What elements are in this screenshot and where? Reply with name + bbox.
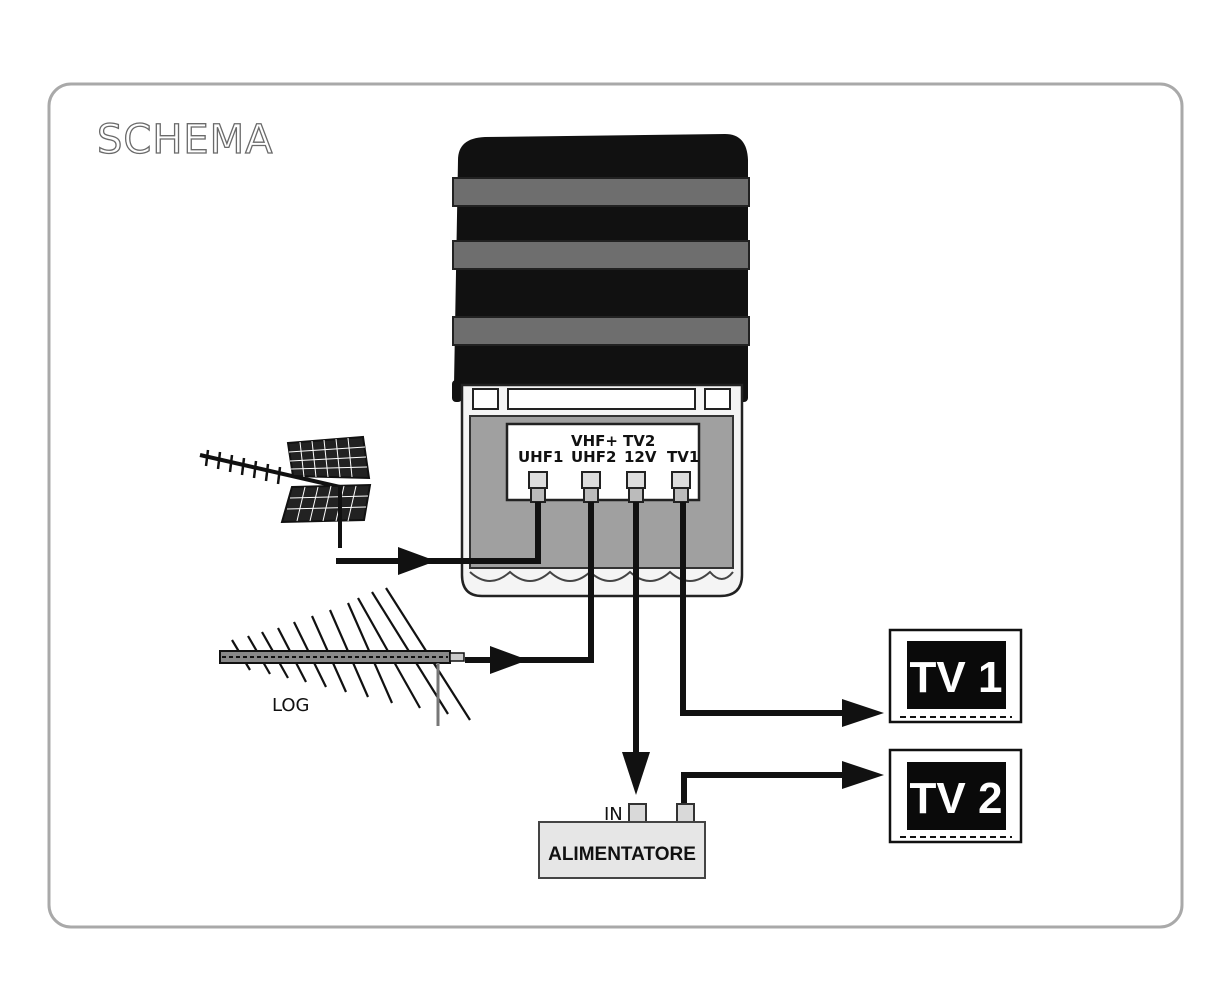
tv-1-screen	[907, 641, 1006, 709]
tv-2-label: TV 2	[910, 774, 1003, 823]
cable-tv1	[680, 502, 845, 716]
connector-tv1	[671, 471, 691, 503]
amplifier-band-3	[452, 316, 750, 346]
power-supply-in-label: IN	[604, 804, 623, 825]
port-label-uhf1: UHF1	[518, 448, 563, 466]
power-supply-box	[538, 821, 706, 879]
amplifier-band-1	[452, 177, 750, 207]
amplifier-rib-center	[507, 388, 696, 410]
connector-vhf-uhf2	[581, 471, 601, 503]
amplifier-port-plate	[505, 422, 701, 502]
power-supply-label: ALIMENTATORE	[548, 844, 696, 865]
yagi-antenna-icon	[199, 435, 372, 548]
connector-uhf1	[528, 471, 548, 503]
amplifier-hook-left	[452, 380, 462, 402]
tv-1: TV 1	[888, 628, 1023, 724]
log-antenna-icon	[219, 587, 471, 726]
amplifier-scallops	[469, 570, 734, 582]
port-label-12v: 12V	[624, 448, 657, 466]
cable-tv1-arrow	[842, 699, 884, 727]
amplifier-rib-right	[704, 388, 731, 410]
yagi-reflector-top	[286, 435, 371, 480]
diagram-title: SCHEMA	[97, 117, 274, 163]
port-label-uhf2: UHF2	[571, 448, 616, 466]
log-antenna-label: LOG	[272, 695, 310, 716]
cable-tv2-arrow	[842, 761, 884, 789]
tv-2-screen	[907, 762, 1006, 830]
amplifier: UHF1 VHF+ UHF2 TV2 12V TV1	[452, 134, 750, 598]
power-supply: ALIMENTATORE	[538, 803, 706, 879]
cable-uhf1-arrow	[398, 547, 436, 575]
power-supply-out-connector	[676, 803, 695, 824]
port-label-tv2-top: TV2	[623, 432, 655, 450]
port-label-vhf-top: VHF+	[571, 432, 618, 450]
yagi-reflector-bottom	[280, 483, 372, 524]
tv-2: TV 2	[888, 748, 1023, 844]
amplifier-band-2	[452, 240, 750, 270]
tv-1-label: TV 1	[910, 653, 1003, 702]
connector-tv2-12v	[626, 471, 646, 503]
cable-tv2	[681, 772, 845, 805]
power-supply-in-connector	[628, 803, 647, 824]
amplifier-rib-left	[472, 388, 499, 410]
cable-vhf-uhf2-arrow	[490, 646, 528, 674]
cable-12v-arrow	[622, 752, 650, 795]
port-label-tv1: TV1	[667, 448, 699, 466]
